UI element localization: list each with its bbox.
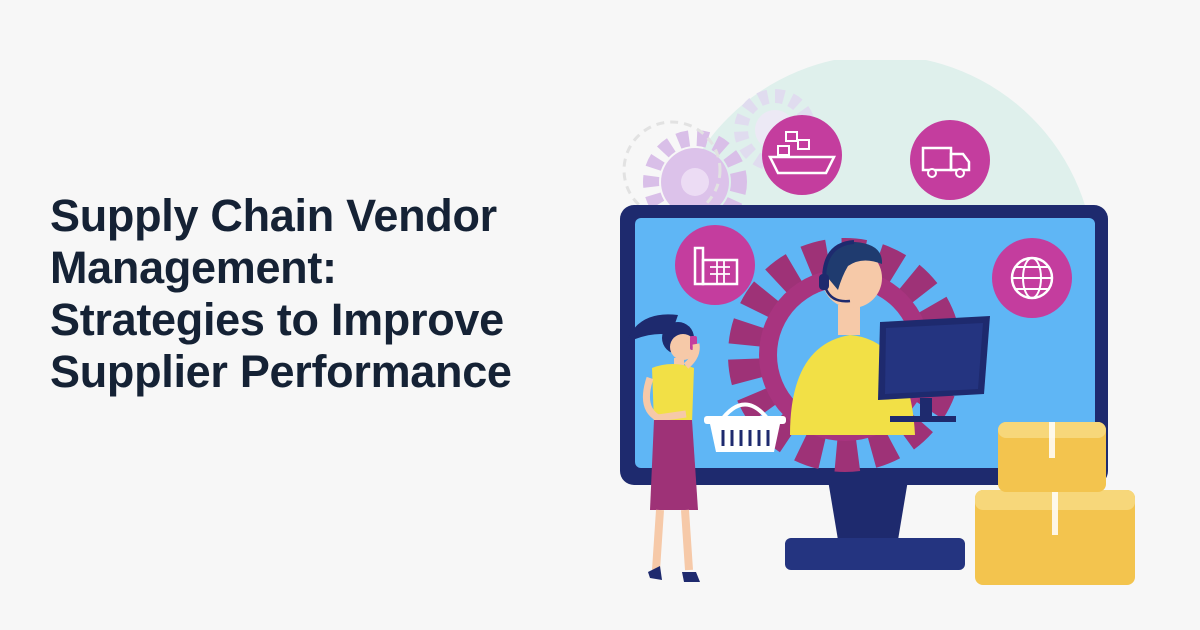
woman-on-phone (626, 314, 700, 582)
title-line-2: Management: (50, 242, 337, 293)
truck-icon (910, 120, 990, 200)
headset-person (790, 240, 915, 435)
basket-icon (704, 402, 786, 452)
title-line-1: Supply Chain Vendor (50, 190, 497, 241)
cardboard-boxes (975, 422, 1135, 585)
globe-icon (992, 238, 1072, 318)
title-line-3: Strategies to Improve (50, 294, 504, 345)
headset-icon (819, 240, 855, 303)
desk-computer (878, 316, 990, 422)
ship-icon (762, 115, 842, 195)
title-line-4: Supplier Performance (50, 346, 512, 397)
factory-icon (675, 225, 755, 305)
supply-chain-illustration (620, 60, 1135, 585)
page-title: Supply Chain Vendor Management: Strategi… (50, 190, 610, 398)
